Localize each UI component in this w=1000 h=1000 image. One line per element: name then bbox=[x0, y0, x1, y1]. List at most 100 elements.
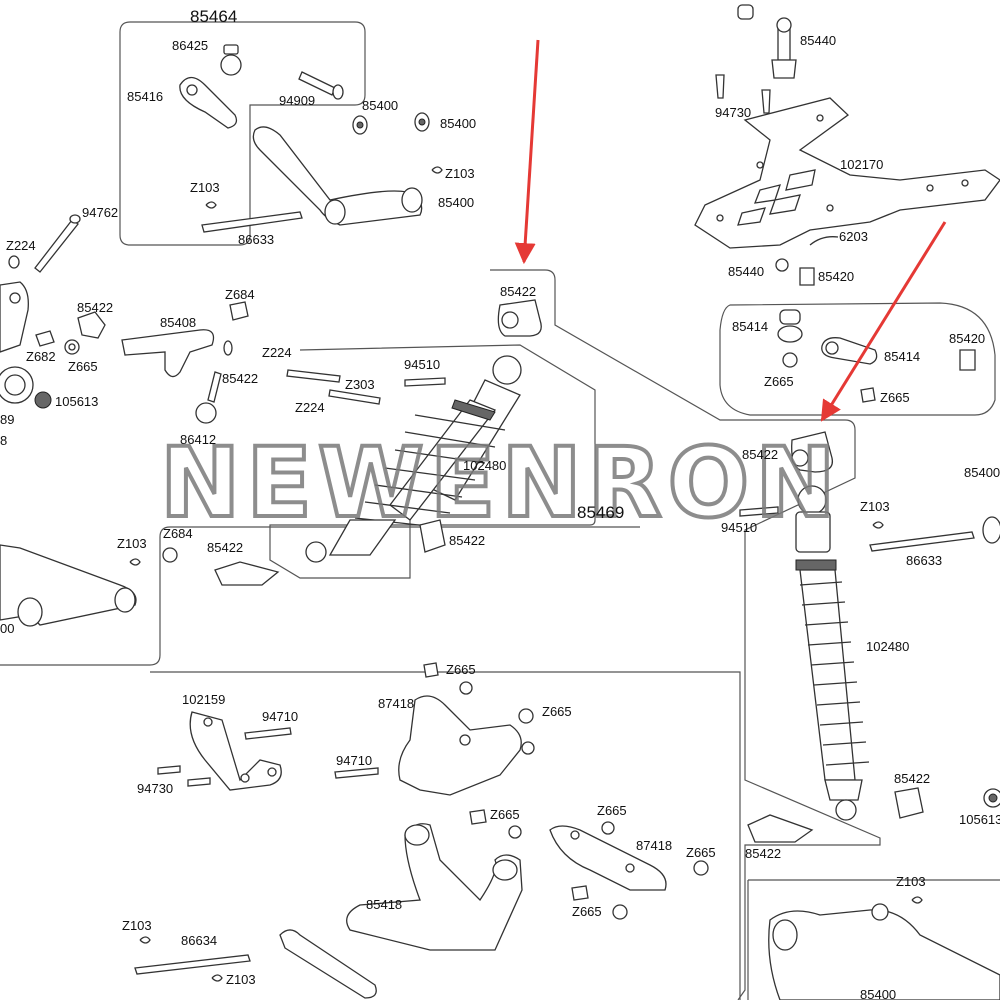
label-85414: 85414 bbox=[732, 319, 768, 334]
bracket-87418-right bbox=[549, 825, 667, 891]
label-85422: 85422 bbox=[222, 371, 258, 386]
label-85422: 85422 bbox=[207, 540, 243, 555]
group-outline-shock-left bbox=[269, 344, 596, 579]
nuts-z665-right bbox=[571, 821, 709, 920]
screw-94710-a bbox=[244, 727, 292, 740]
screw-94510-left bbox=[404, 377, 446, 387]
label-z665: Z665 bbox=[572, 904, 602, 919]
label-85414: 85414 bbox=[884, 349, 920, 364]
label-z103: Z103 bbox=[117, 536, 147, 551]
bushing-top bbox=[737, 4, 754, 20]
pin-86633-top bbox=[201, 211, 303, 233]
washer-z224-left bbox=[8, 255, 20, 269]
link-bottom bbox=[279, 929, 377, 999]
label-86634: 86634 bbox=[181, 933, 217, 948]
bracket-85422-right bbox=[747, 814, 814, 843]
clip-z103-bottom bbox=[211, 974, 223, 982]
label-z224: Z224 bbox=[6, 238, 36, 253]
label-85420: 85420 bbox=[949, 331, 985, 346]
label-85422: 85422 bbox=[742, 447, 778, 462]
mount-85422-right bbox=[791, 431, 834, 473]
label-85400: 85400 bbox=[440, 116, 476, 131]
arm-85464 bbox=[252, 126, 423, 226]
plate-102159 bbox=[189, 711, 282, 791]
group-title-85464: 85464 bbox=[190, 7, 237, 26]
ball-stud-86412 bbox=[195, 371, 222, 424]
label-85440: 85440 bbox=[728, 264, 764, 279]
label-86633: 86633 bbox=[238, 232, 274, 247]
screw-94730-a bbox=[715, 74, 725, 99]
bracket-87418-top bbox=[398, 695, 522, 796]
clip-z103-bottom-left bbox=[139, 936, 151, 944]
bearing-left bbox=[0, 366, 34, 404]
label-102480: 102480 bbox=[866, 639, 909, 654]
label-87418: 87418 bbox=[636, 838, 672, 853]
arm-85408 bbox=[121, 329, 215, 378]
bushing-85400-a bbox=[352, 115, 368, 135]
label-z665: Z665 bbox=[764, 374, 794, 389]
clip-z103-top bbox=[431, 166, 443, 174]
clip-6203 bbox=[809, 236, 839, 246]
clip-z103-bottom-right bbox=[911, 896, 923, 904]
clip-z103-left-lower bbox=[129, 558, 141, 566]
label-86412: 86412 bbox=[180, 432, 216, 447]
bracket-85422-lower bbox=[214, 561, 280, 586]
label-94710: 94710 bbox=[336, 753, 372, 768]
label-105613: 105613 bbox=[55, 394, 98, 409]
screw-94710-b bbox=[334, 767, 379, 779]
label-z665: Z665 bbox=[68, 359, 98, 374]
screw-z224-long bbox=[286, 369, 341, 383]
screw-94762 bbox=[34, 214, 81, 273]
label-85400: 85400 bbox=[964, 465, 1000, 480]
bushing-85400-right bbox=[982, 516, 1000, 544]
mount-85422-top bbox=[497, 299, 542, 337]
label-z684: Z684 bbox=[163, 526, 193, 541]
nut-z684-lower bbox=[162, 547, 178, 563]
label-z665: Z665 bbox=[542, 704, 572, 719]
nut-z684-top bbox=[229, 301, 249, 321]
label-85422: 85422 bbox=[894, 771, 930, 786]
pin-86633-right bbox=[869, 531, 975, 552]
ball-86425 bbox=[220, 44, 242, 76]
label-z103: Z103 bbox=[190, 180, 220, 195]
watermark: NEWENRON bbox=[160, 427, 842, 539]
nut-105613-left bbox=[34, 391, 52, 409]
label-94710: 94710 bbox=[262, 709, 298, 724]
bushing-85414-left bbox=[777, 309, 803, 343]
nuts-z665-top bbox=[423, 662, 535, 755]
shock-102480-right bbox=[795, 485, 870, 821]
screw-94730-d bbox=[187, 777, 211, 787]
nuts-z665-mid bbox=[469, 809, 522, 839]
mount-85422-left bbox=[77, 311, 106, 339]
plate-102170 bbox=[694, 97, 1000, 249]
group-outline-bottom-left bbox=[150, 671, 741, 1000]
label-z103: Z103 bbox=[226, 972, 256, 987]
label-6203: 6203 bbox=[839, 229, 868, 244]
group-title-85469: 85469 bbox=[577, 503, 624, 522]
lower-arm-right bbox=[768, 903, 1000, 1000]
group-outline-bottom-right bbox=[747, 879, 1000, 1000]
mount-85418 bbox=[346, 823, 523, 951]
bushing-85400-b bbox=[414, 112, 430, 132]
label-z665: Z665 bbox=[880, 390, 910, 405]
shock-102480-left bbox=[305, 355, 522, 563]
label-85400: 85400 bbox=[362, 98, 398, 113]
screw-z303 bbox=[328, 389, 381, 405]
rod-end-85416 bbox=[179, 76, 238, 129]
label-94730: 94730 bbox=[137, 781, 173, 796]
label-85422: 85422 bbox=[745, 846, 781, 861]
label-102159: 102159 bbox=[182, 692, 225, 707]
label-87418: 87418 bbox=[378, 696, 414, 711]
label-partial: 00 bbox=[0, 621, 14, 636]
label-85408: 85408 bbox=[160, 315, 196, 330]
label-85418: 85418 bbox=[366, 897, 402, 912]
group-outline-85469 bbox=[0, 269, 881, 1000]
nut-85420-right bbox=[959, 349, 976, 371]
red-arrow-left bbox=[514, 39, 540, 265]
label-85440: 85440 bbox=[800, 33, 836, 48]
label-85416: 85416 bbox=[127, 89, 163, 104]
label-85422: 85422 bbox=[449, 533, 485, 548]
washer-z224-mid bbox=[223, 340, 233, 356]
label-85422: 85422 bbox=[500, 284, 536, 299]
